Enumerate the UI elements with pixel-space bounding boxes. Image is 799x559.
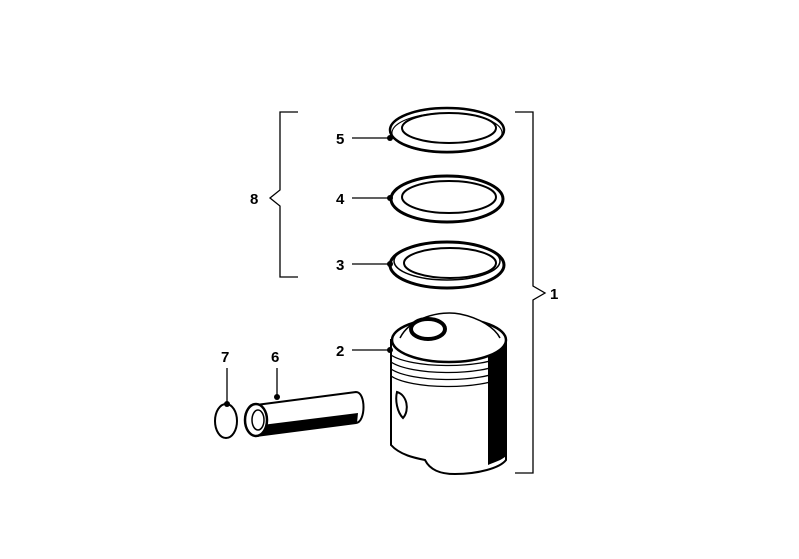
callout-1[interactable]: 1 bbox=[550, 286, 558, 303]
callout-5[interactable]: 5 bbox=[336, 131, 344, 148]
callout-7[interactable]: 7 bbox=[221, 349, 229, 366]
callout-2[interactable]: 2 bbox=[336, 343, 344, 360]
callout-6[interactable]: 6 bbox=[271, 349, 279, 366]
leader-dot-5 bbox=[387, 135, 393, 141]
leader-dot-7 bbox=[224, 401, 230, 407]
leader-dot-4 bbox=[387, 195, 393, 201]
circlip[interactable] bbox=[214, 403, 238, 439]
piston-ring-top[interactable] bbox=[388, 106, 506, 154]
bracket-piston-assembly bbox=[515, 111, 547, 474]
bracket-ring-set bbox=[268, 111, 298, 278]
piston[interactable] bbox=[390, 312, 508, 476]
piston-ring-middle[interactable] bbox=[389, 174, 505, 224]
leader-dot-6 bbox=[274, 394, 280, 400]
leader-dot-2 bbox=[387, 347, 393, 353]
callout-8[interactable]: 8 bbox=[250, 191, 258, 208]
piston-pin[interactable] bbox=[243, 390, 365, 438]
leader-dot-3 bbox=[387, 261, 393, 267]
callout-4[interactable]: 4 bbox=[336, 191, 345, 208]
callout-3[interactable]: 3 bbox=[336, 257, 344, 274]
piston-ring-oil[interactable] bbox=[388, 240, 506, 290]
